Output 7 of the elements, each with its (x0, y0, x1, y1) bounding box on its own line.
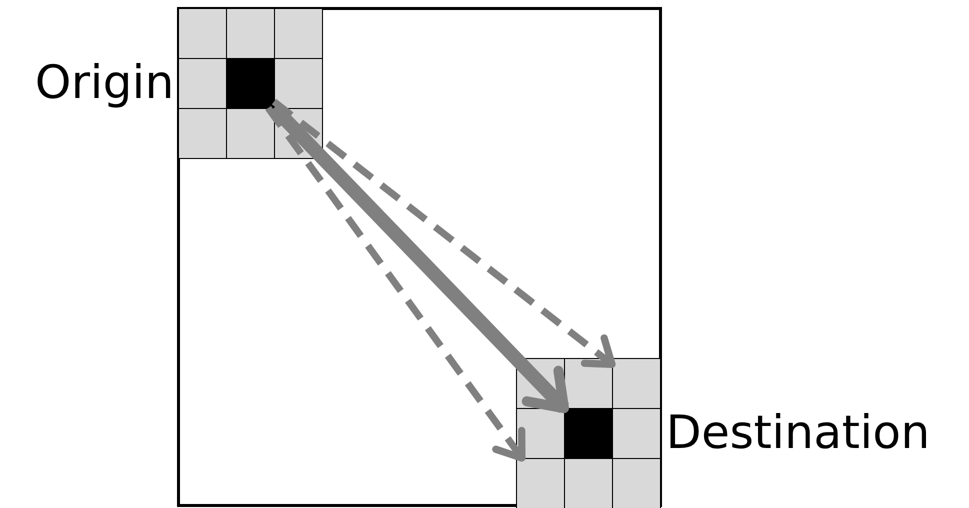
grid-cell (612, 358, 661, 409)
marked-cell (564, 408, 613, 459)
arrow (272, 98, 616, 368)
marked-cell (226, 58, 275, 109)
arrow (265, 106, 526, 462)
text-label: Destination (666, 409, 930, 455)
grid-cell (516, 458, 565, 508)
